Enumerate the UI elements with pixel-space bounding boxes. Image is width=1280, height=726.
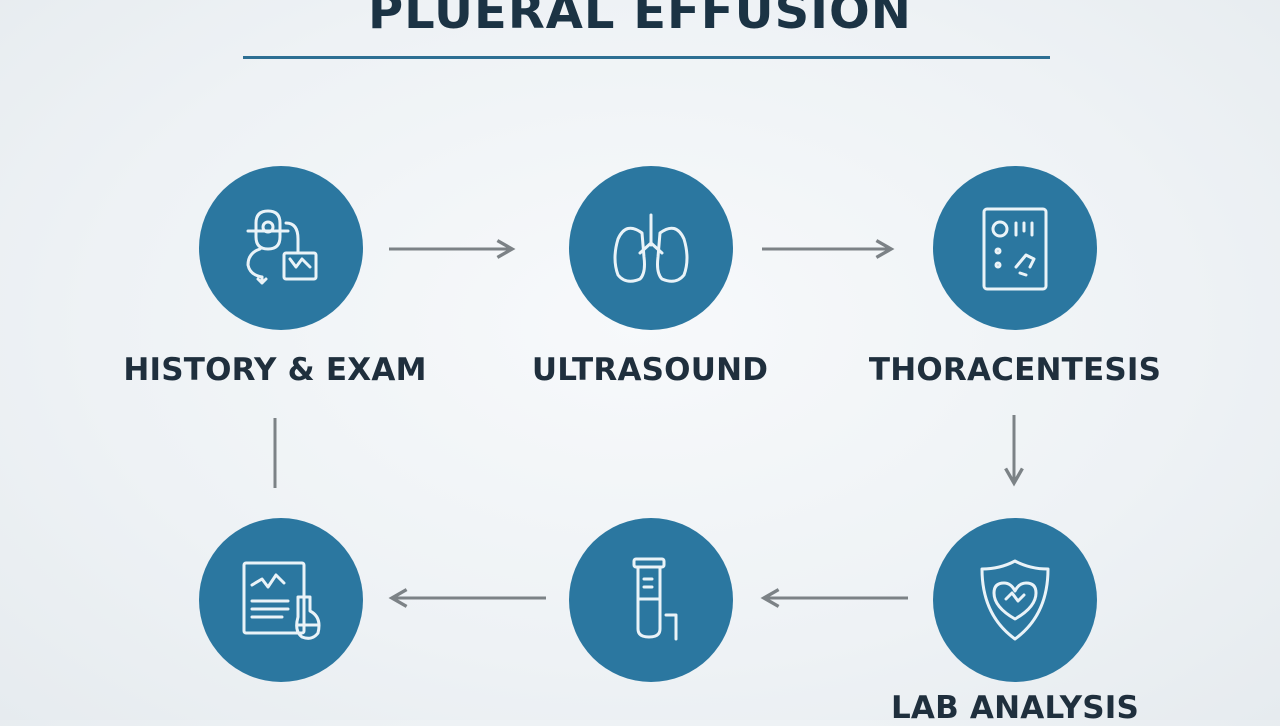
diagram-title: PLUERAL EFFUSION (368, 0, 912, 40)
step-ultrasound-node (569, 166, 733, 330)
report-flask-icon (242, 561, 321, 640)
test-tube-icon (632, 557, 678, 641)
stethoscope-clipboard-icon (246, 209, 318, 285)
step-report-node (199, 518, 363, 682)
step-thoracentesis-node (933, 166, 1097, 330)
step-history-exam-label: HISTORY & EXAM (123, 352, 427, 388)
heart-shield-icon (980, 559, 1050, 641)
step-lab-analysis-node (933, 518, 1097, 682)
step-thoracentesis-label: THORACENTESIS (868, 352, 1162, 388)
step-ultrasound-label: ULTRASOUND (531, 352, 769, 388)
procedure-panel-icon (982, 207, 1048, 291)
step-test-tube-node (569, 518, 733, 682)
title-underline (243, 56, 1050, 59)
step-lab-analysis-label: LAB ANALYSIS (890, 690, 1140, 726)
lungs-icon (613, 213, 689, 283)
step-history-exam-node (199, 166, 363, 330)
